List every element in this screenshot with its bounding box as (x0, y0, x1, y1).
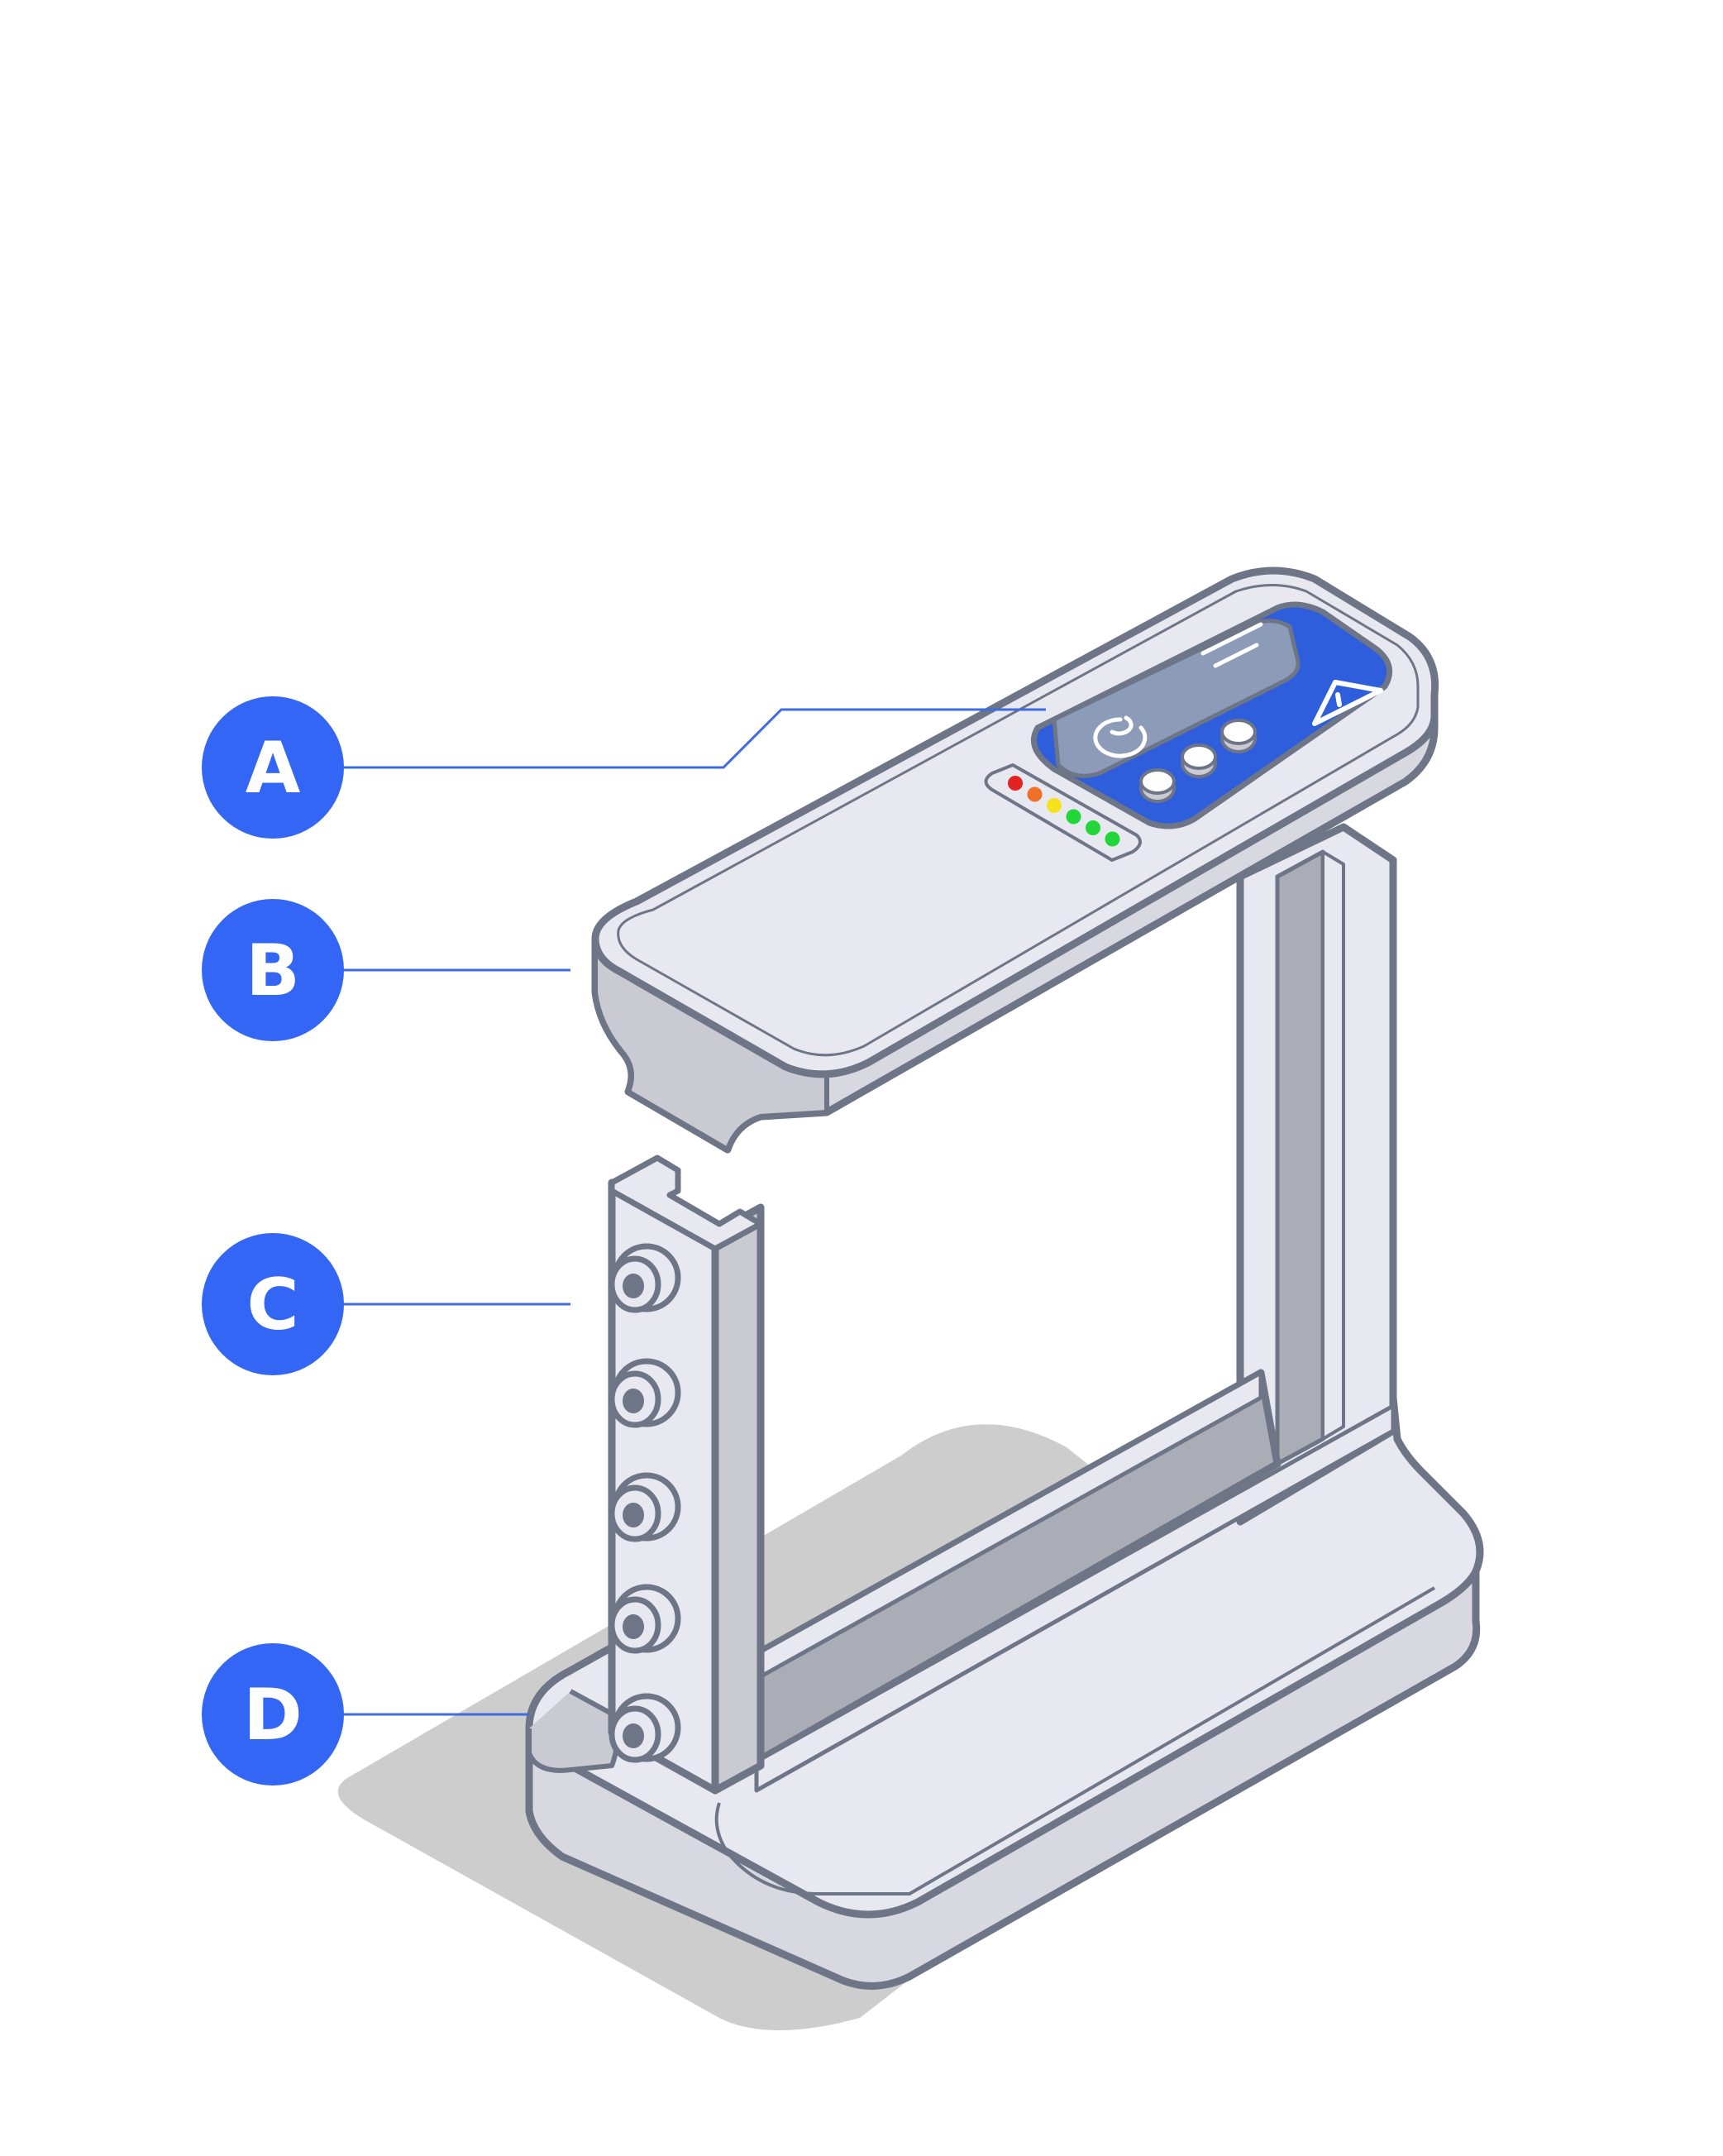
callout-a-badge (202, 696, 344, 839)
power-arc-icon (1093, 715, 1148, 758)
callout-c: C (202, 1233, 344, 1375)
callout-c-label: C (246, 1264, 298, 1346)
port-group (609, 1243, 681, 1763)
connector-port (609, 1693, 681, 1763)
panel-button (1220, 719, 1257, 753)
connector-port (609, 1584, 681, 1654)
status-led (1008, 776, 1023, 791)
status-led (1066, 809, 1081, 825)
callout-b: B (202, 899, 344, 1041)
status-led (1027, 786, 1043, 802)
callout-a: A (202, 696, 344, 839)
leader-line-a (339, 708, 1046, 769)
connector-port (609, 1358, 681, 1428)
leader-lines (339, 708, 1046, 1716)
status-led (1086, 820, 1100, 835)
display-screen (1052, 619, 1301, 778)
panel-button (1181, 743, 1217, 778)
led-strip (984, 763, 1142, 862)
connector-port (609, 1472, 681, 1542)
callout-d-badge (202, 1643, 344, 1786)
callout-b-label: B (246, 930, 300, 1012)
connector-port (609, 1243, 681, 1313)
panel-button-group (1139, 719, 1257, 803)
back-frame (752, 823, 1397, 1793)
callout-d-label: D (243, 1674, 302, 1757)
status-led (1047, 798, 1062, 813)
status-led (1105, 831, 1120, 847)
callout-b-badge (202, 899, 344, 1041)
panel-button (1139, 768, 1176, 803)
control-panel (1031, 601, 1393, 829)
callout-c-badge (202, 1233, 344, 1375)
warning-triangle-icon (1312, 680, 1383, 726)
callout-a-label: A (246, 727, 301, 810)
callout-d: D (202, 1643, 344, 1786)
